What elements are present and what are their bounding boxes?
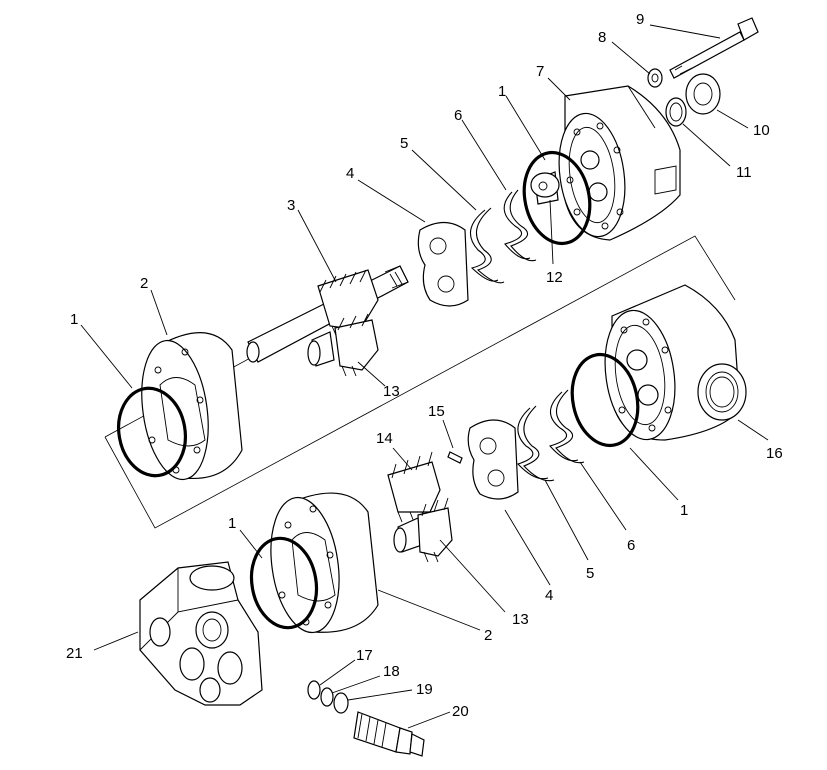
callout-1-left: 1 — [70, 311, 78, 328]
lower-o-ring-part — [249, 536, 319, 630]
callout-16: 16 — [766, 445, 783, 462]
lower-gear-body-part — [270, 492, 379, 634]
callout-12: 12 — [546, 269, 563, 286]
callout-21: 21 — [66, 645, 83, 662]
callout-13-bottom: 13 — [512, 611, 529, 628]
callout-3: 3 — [287, 197, 295, 214]
valve-seal-rings-part — [307, 680, 349, 714]
callout-20: 20 — [452, 703, 469, 720]
callout-labels: 9 8 7 1 6 10 5 11 4 3 12 2 1 13 15 14 16… — [66, 11, 783, 720]
callout-13-top: 13 — [383, 383, 400, 400]
callout-1-right: 1 — [680, 502, 688, 519]
callout-8: 8 — [598, 29, 606, 46]
pin-part — [447, 451, 463, 464]
drive-shaft-part — [246, 265, 409, 363]
callout-1-bottom: 1 — [228, 515, 236, 532]
leader-lines — [80, 24, 769, 729]
lower-seal-5-part — [517, 405, 555, 482]
callout-11: 11 — [736, 164, 752, 181]
valve-body-part — [139, 561, 263, 706]
lower-gear-14-part — [387, 451, 441, 523]
callout-2-bottom: 2 — [484, 627, 492, 644]
lower-seal-6-part — [549, 389, 585, 464]
upper-gear-body-part — [141, 332, 243, 481]
callout-7: 7 — [536, 63, 544, 80]
rear-cover-part — [558, 85, 681, 241]
callout-15: 15 — [428, 403, 445, 420]
upper-seal-5-part — [469, 207, 505, 284]
callout-17: 17 — [356, 647, 373, 664]
upper-wear-plate-part — [417, 221, 469, 307]
front-o-ring-part — [570, 352, 640, 448]
callout-14: 14 — [376, 430, 393, 447]
callout-6-bottom: 6 — [627, 537, 635, 554]
callout-2-top: 2 — [140, 275, 148, 292]
left-o-ring-part — [117, 386, 187, 478]
callout-4-bottom: 4 — [545, 587, 553, 604]
front-cover-part — [604, 284, 747, 441]
callout-10: 10 — [753, 122, 770, 139]
seal-part — [685, 73, 721, 115]
relief-valve-part — [353, 711, 425, 757]
washer-part — [647, 68, 663, 88]
callout-6-top: 6 — [454, 107, 462, 124]
callout-18: 18 — [383, 663, 400, 680]
callout-9: 9 — [636, 11, 644, 28]
callout-5-bottom: 5 — [586, 565, 594, 582]
lower-wear-plate-part — [467, 419, 519, 500]
bolt-part — [669, 17, 759, 79]
callout-19: 19 — [416, 681, 433, 698]
callout-1-top: 1 — [498, 83, 506, 100]
upper-o-ring-part — [522, 150, 592, 246]
callout-5-top: 5 — [400, 135, 408, 152]
upper-seal-6-part — [503, 189, 537, 262]
small-ring-part — [665, 97, 687, 127]
callout-4-top: 4 — [346, 165, 354, 182]
bushing-part — [530, 171, 560, 205]
upper-driven-gear-part — [307, 313, 379, 377]
